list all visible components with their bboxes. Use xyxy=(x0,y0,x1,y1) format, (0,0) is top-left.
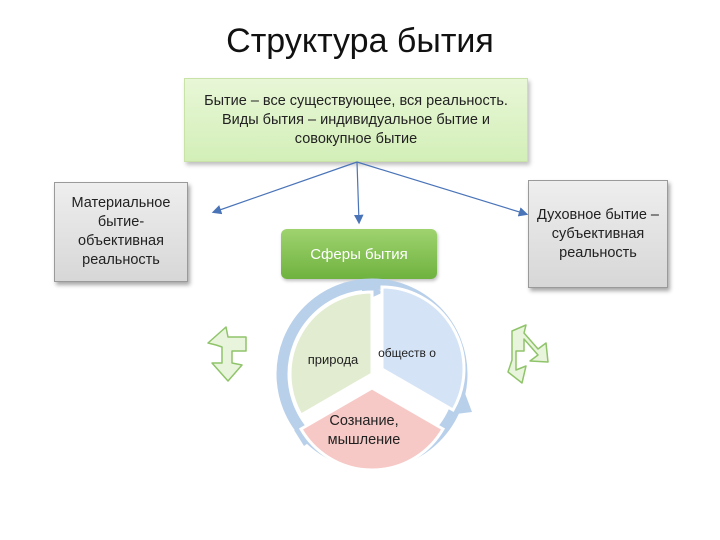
segment-consciousness xyxy=(298,386,446,472)
spiritual-being-text: Духовное бытие – субъективная реальность xyxy=(536,206,660,261)
segment-nature xyxy=(288,290,374,418)
ring-arrow-right xyxy=(456,388,472,414)
material-being-box: Материальное бытие-объективная реальност… xyxy=(54,182,188,282)
segment-society xyxy=(380,285,466,413)
diagram-title: Структура бытия xyxy=(226,22,494,60)
society-label: обществ о xyxy=(378,346,436,360)
definition-box: Бытие – все существующее, вся реальность… xyxy=(184,78,528,162)
material-being-text: Материальное бытие-объективная реальност… xyxy=(71,195,171,268)
nature-label: природа xyxy=(307,352,359,367)
definition-text: Бытие – все существующее, вся реальность… xyxy=(204,92,508,147)
connector-to-left-box xyxy=(211,161,358,215)
right-bent-arrow-icon xyxy=(507,324,549,384)
spheres-of-being-text: Сферы бытия xyxy=(310,245,408,263)
spiritual-being-box: Духовное бытие – субъективная реальность xyxy=(528,180,668,288)
connector-to-spheres xyxy=(353,161,364,225)
left-bent-arrow-icon xyxy=(207,326,247,382)
spheres-of-being-box: Сферы бытия xyxy=(281,229,437,279)
consciousness-label: Сознание, мышление xyxy=(327,413,401,448)
connector-to-right-box xyxy=(356,161,529,217)
